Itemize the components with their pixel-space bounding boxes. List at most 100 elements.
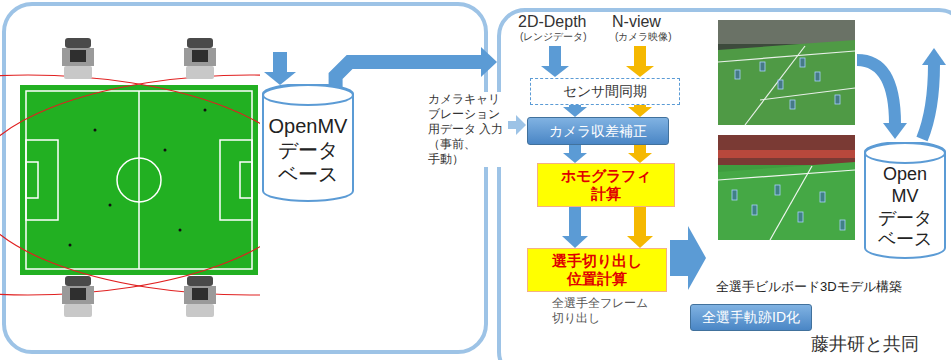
flow-arrow (563, 105, 587, 117)
arrow-shaft (569, 145, 581, 153)
node-text: Open MV データ ベース (875, 164, 935, 250)
player-billboard (760, 62, 765, 71)
field-line (26, 162, 38, 198)
frame-ground (718, 135, 855, 240)
player-billboard (835, 95, 840, 104)
sensor-part (62, 286, 94, 304)
range-curve (0, 75, 260, 295)
sensor-part (70, 50, 86, 62)
sensor-part (192, 50, 208, 62)
flow-arrow (562, 207, 588, 248)
arrow-head (628, 107, 652, 117)
frame-line (745, 46, 805, 125)
block-arrow (857, 60, 895, 124)
arrow-head (562, 236, 588, 248)
arrow-head (481, 47, 497, 77)
panel-heading: 藤井研と共同 (811, 334, 919, 356)
player-billboard (790, 100, 795, 109)
field-line (26, 91, 252, 269)
field-line (138, 91, 140, 269)
field-line (220, 140, 252, 220)
block-arrow (264, 72, 296, 85)
player-billboard (735, 70, 740, 79)
sensor-part (184, 48, 216, 66)
frame-line (718, 51, 855, 62)
arrow-head (628, 153, 652, 163)
sensor-part (65, 38, 91, 48)
flow-arrow (628, 105, 652, 117)
caption-label: 全選手ビルボード3Dモデル構築 (716, 279, 902, 295)
node-text: OpenMV データ ベース (268, 114, 348, 186)
block-arrow (508, 121, 516, 129)
sensor-part (64, 304, 92, 317)
sensor-part (65, 276, 91, 286)
panel-outline (4, 4, 486, 352)
process-box: センサ間同期 (530, 78, 680, 105)
video-frame (718, 20, 855, 125)
input-label: N-view (612, 12, 661, 32)
input-sublabel: (レンジデータ) (520, 31, 587, 44)
sensor-part (187, 276, 213, 286)
sensor-part (192, 288, 208, 300)
cylinder-body (865, 142, 945, 258)
arrow-head (563, 107, 587, 117)
frame-stands (718, 135, 855, 165)
block-arrow (670, 226, 706, 290)
database-cylinder: Open MV データ ベース (864, 142, 946, 259)
database-cylinder: OpenMV データ ベース (262, 84, 354, 202)
range-curve (0, 75, 260, 295)
input-sublabel: (カメラ映像) (615, 31, 672, 44)
player-dot (69, 244, 72, 247)
node-text: センサ間同期 (563, 83, 647, 100)
soccer-field (20, 85, 258, 275)
sensor-part (64, 66, 92, 79)
sensor-part (184, 286, 216, 304)
block-arrow (922, 48, 946, 65)
process-box: カメラ収差補正 (527, 117, 669, 145)
player-billboard (815, 72, 820, 81)
block-arrow (922, 64, 934, 139)
player-billboard (752, 205, 757, 215)
arrow-head (563, 153, 587, 163)
player-billboard (800, 58, 805, 67)
sensor-part (186, 304, 214, 317)
sensor-part (70, 288, 86, 300)
cylinder-body (263, 84, 353, 201)
player-billboard (732, 190, 737, 200)
node-text: カメラ収差補正 (549, 123, 647, 140)
process-box: 選手切り出し 位置計算 (527, 248, 667, 292)
node-text: 全選手軌跡ID化 (702, 309, 800, 326)
arrow-shaft (634, 105, 646, 107)
flow-arrow (336, 47, 497, 87)
player-dot (204, 109, 207, 112)
frame-stands (718, 20, 855, 44)
note-label: 全選手全フレーム 切り出し (552, 296, 652, 326)
sensor-range (0, 75, 260, 295)
cylinder-top (865, 143, 945, 163)
player-dot (179, 229, 182, 232)
arrow-head (627, 236, 653, 248)
player-dot (94, 129, 97, 132)
block-arrow (516, 115, 526, 135)
block-arrow (549, 46, 561, 67)
sensor-part (62, 48, 94, 66)
sensor-part (186, 66, 214, 79)
laser-sensor (184, 276, 216, 317)
cylinder-top (263, 85, 353, 105)
laser-sensor (62, 276, 94, 317)
player-billboard (775, 185, 780, 195)
frame-pitch (718, 40, 855, 125)
field-line (117, 158, 161, 202)
laser-sensor (184, 38, 216, 79)
block-arrow (883, 123, 907, 139)
player-billboard (820, 192, 825, 202)
player-billboard (798, 212, 803, 222)
flow-arrow (627, 207, 653, 248)
frame-stands (718, 150, 855, 158)
input-label: 2D-Depth (518, 12, 586, 32)
video-frame (718, 135, 855, 240)
player-billboard (840, 220, 845, 230)
process-box: 全選手軌跡ID化 (690, 304, 812, 331)
frame-pitch (718, 162, 855, 240)
